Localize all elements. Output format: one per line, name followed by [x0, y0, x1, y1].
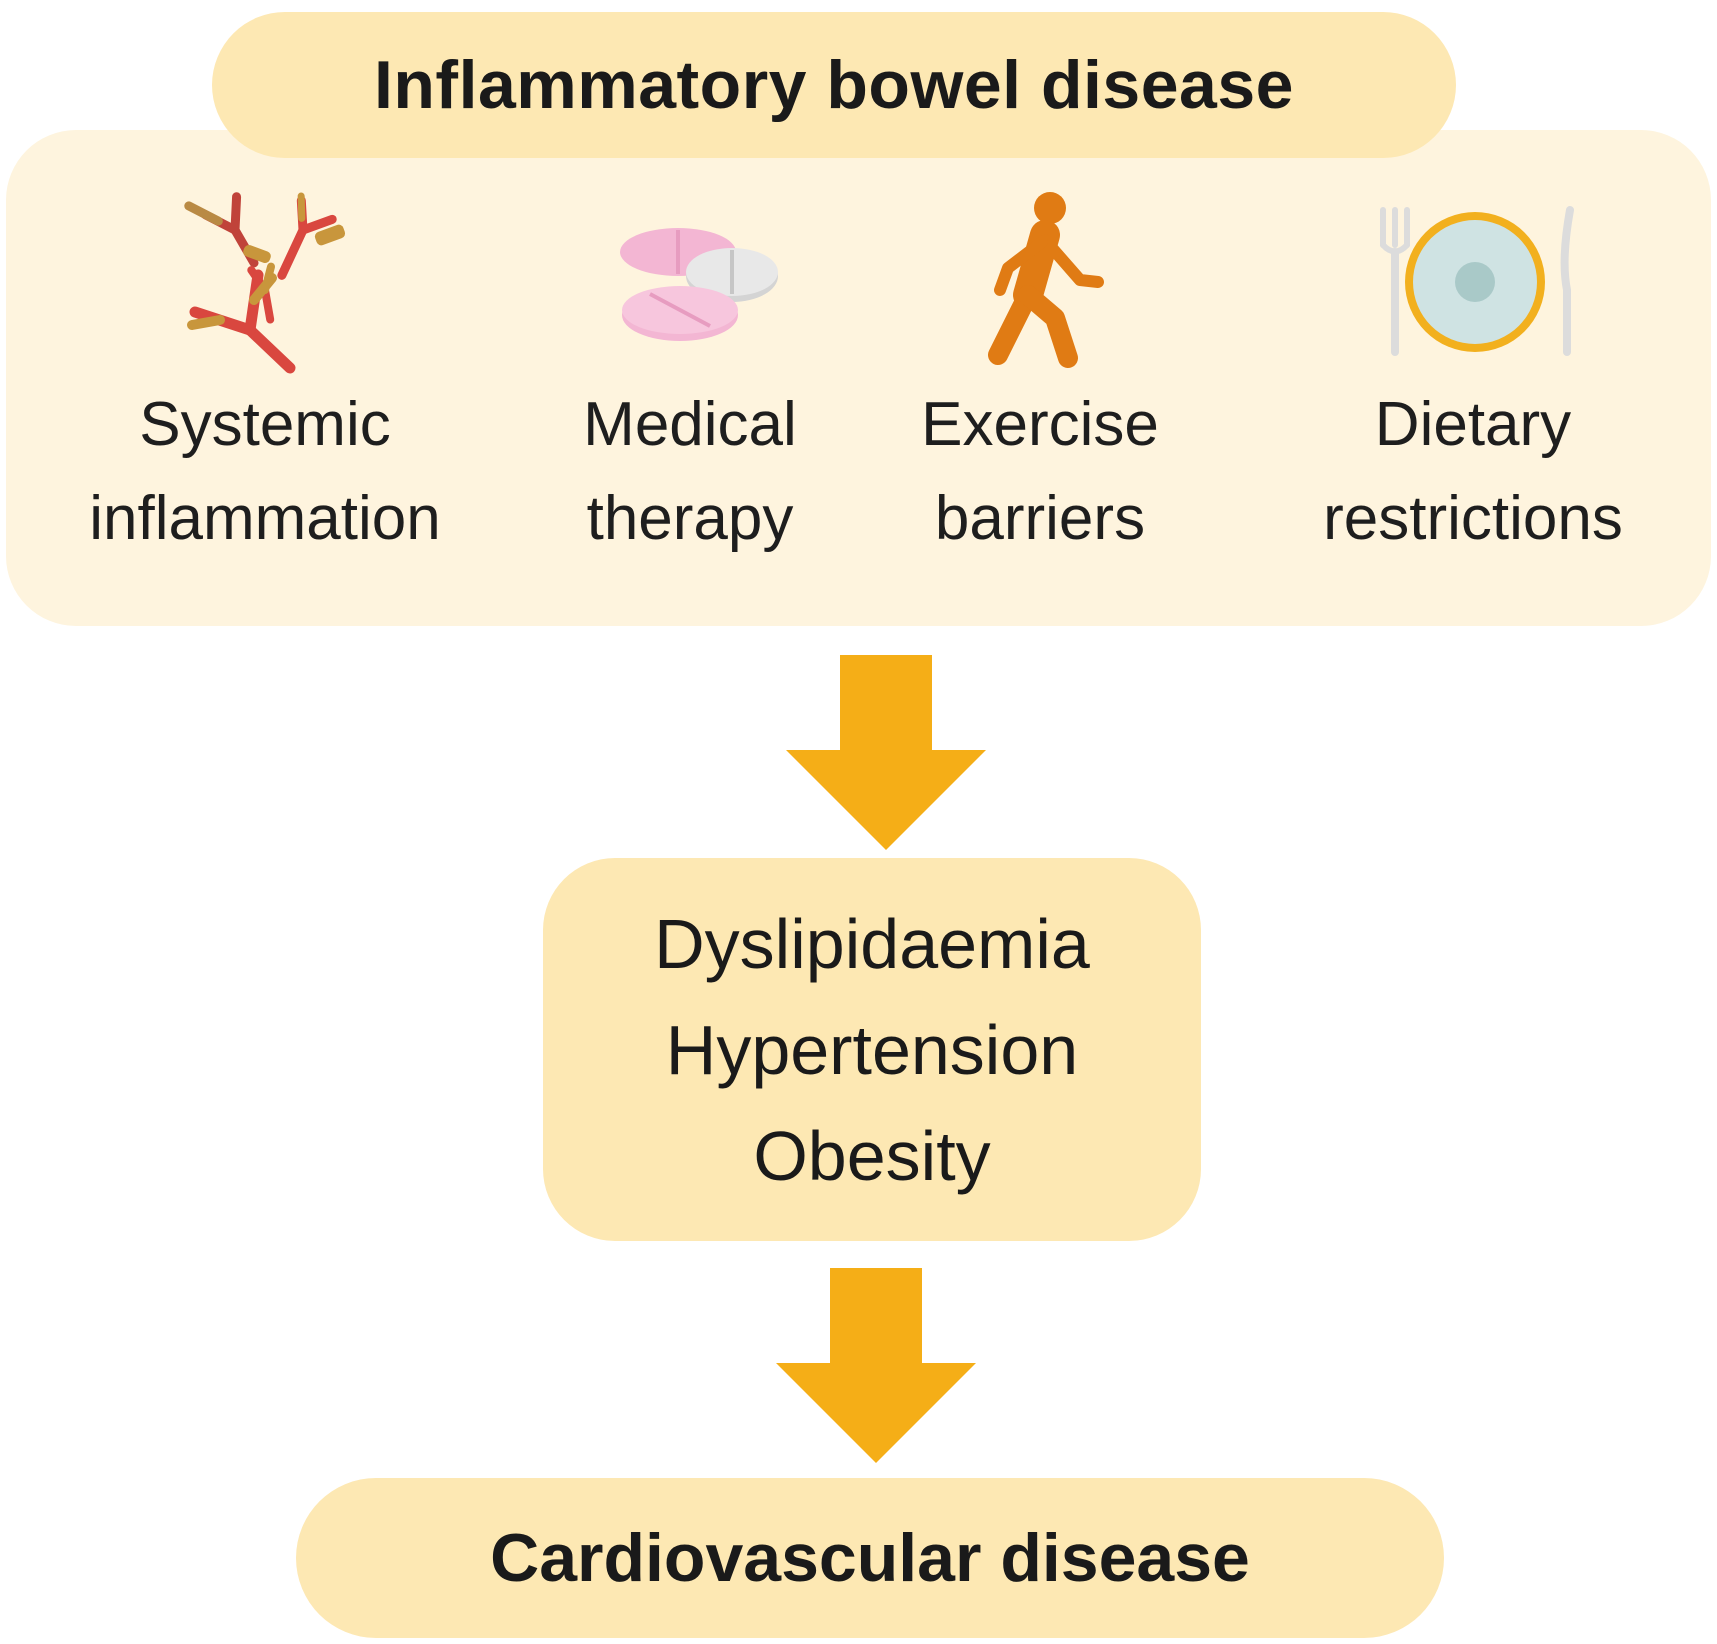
- down-arrow-1: [786, 655, 986, 850]
- risk-factor-dyslipidaemia: Dyslipidaemia: [654, 904, 1090, 983]
- factor-line1: Dietary: [1374, 390, 1572, 459]
- risk-factor-hypertension: Hypertension: [665, 1010, 1079, 1089]
- risk-factors-box: Dyslipidaemia Hypertension Obesity: [543, 858, 1201, 1241]
- plate-cutlery-icon: [1380, 206, 1574, 356]
- ibd-title-box: Inflammatory bowel disease: [212, 12, 1456, 158]
- risk-factor-obesity: Obesity: [753, 1116, 991, 1195]
- factor-exercise-barriers: Exercise barriers: [850, 190, 1230, 560]
- factor-medical-therapy: Medical therapy: [500, 190, 880, 560]
- factor-dietary-restrictions: Dietary restrictions: [1283, 190, 1663, 560]
- antibodies-icon: [184, 192, 346, 374]
- pills-icon: [620, 228, 778, 341]
- factor-label-medical: Medical therapy: [500, 378, 880, 566]
- ibd-title: Inflammatory bowel disease: [374, 47, 1294, 123]
- factor-line2: inflammation: [89, 484, 441, 553]
- down-arrow-2: [776, 1268, 976, 1463]
- factor-label-exercise: Exercise barriers: [850, 378, 1230, 566]
- factor-line2: therapy: [586, 484, 794, 553]
- factor-label-dietary: Dietary restrictions: [1283, 378, 1663, 566]
- factors-panel: [6, 130, 1711, 626]
- cvd-title: Cardiovascular disease: [490, 1520, 1250, 1596]
- factor-label-systemic: Systemic inflammation: [75, 378, 455, 566]
- cvd-outcome-box: Cardiovascular disease: [296, 1478, 1444, 1638]
- factor-line1: Medical: [583, 390, 797, 459]
- factor-systemic-inflammation: Systemic inflammation: [75, 190, 455, 560]
- factor-line1: Systemic: [139, 390, 391, 459]
- walking-person-icon: [988, 192, 1104, 368]
- factor-line2: restrictions: [1323, 484, 1623, 553]
- factor-line2: barriers: [934, 484, 1146, 553]
- factor-line1: Exercise: [921, 390, 1159, 459]
